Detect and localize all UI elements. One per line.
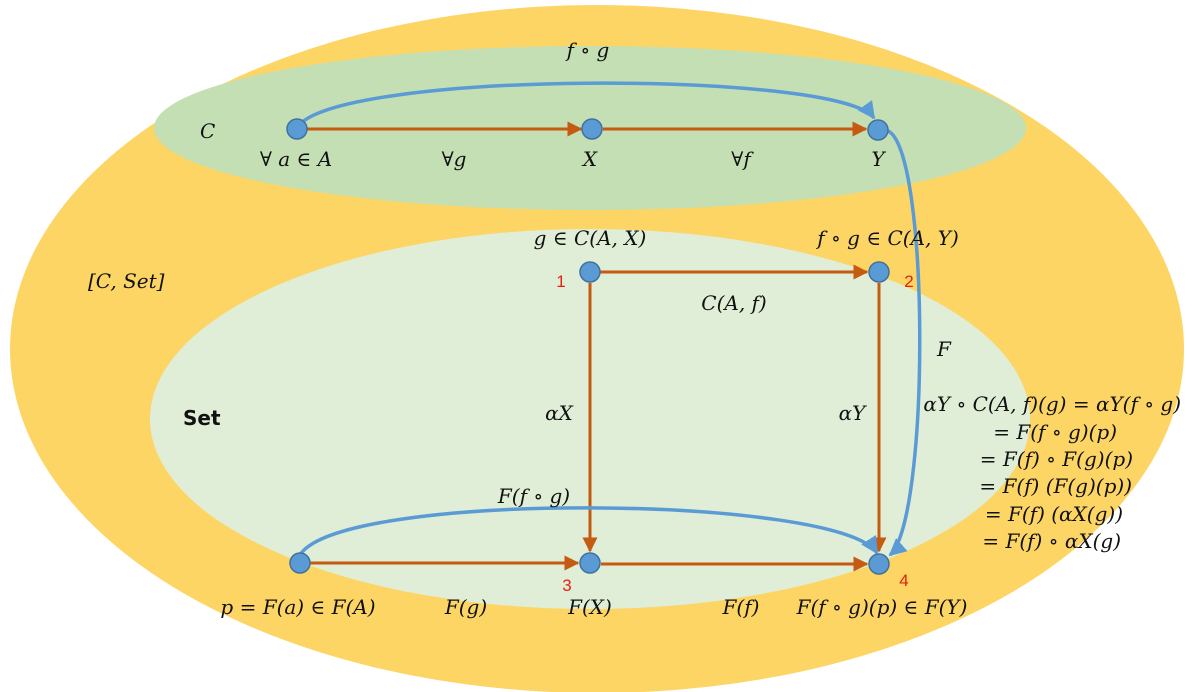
node-p: [289, 552, 311, 574]
functor-f-arrow: [886, 129, 922, 557]
alpha-y-label: αY: [839, 401, 868, 425]
node-1-label: g ∈ C(A, X): [534, 226, 647, 250]
node-2: [868, 261, 890, 283]
equation-line-2: = F(f ∘ g)(p): [993, 420, 1117, 444]
node-y-label: Y: [871, 147, 886, 171]
F-f-label: F(f): [722, 595, 760, 619]
equation-line-5: = F(f) (αX(g)): [985, 502, 1123, 526]
equation-line-1: αY ∘ C(A, f)(g) = αY(f ∘ g): [923, 392, 1181, 416]
set-label: Set: [183, 406, 221, 430]
F-g-label: F(g): [444, 595, 487, 619]
F-f-compose-g-label: F(f ∘ g): [497, 484, 570, 508]
equation-line-3: = F(f) ∘ F(g)(p): [980, 447, 1133, 471]
f-compose-g-label: f ∘ g: [565, 38, 610, 62]
node-x-label: X: [581, 147, 598, 171]
node-y: [867, 119, 889, 141]
node-p-label: p = F(a) ∈ F(A): [220, 595, 375, 619]
c-a-f-label: C(A, f): [701, 291, 766, 315]
node-3: [579, 552, 601, 574]
arrow-f-label: ∀f: [731, 147, 754, 171]
functor-category-label: [C, Set]: [88, 269, 165, 293]
node-a: [286, 118, 308, 140]
node-fy-label: F(f ∘ g)(p) ∈ F(Y): [796, 595, 968, 619]
arrow-g-label: ∀g: [442, 147, 467, 171]
category-c-label: C: [200, 119, 215, 143]
equation-line-4: = F(f) (F(g)(p)): [979, 474, 1132, 498]
arrow-f-compose-g: [295, 81, 876, 130]
node-4-number: 4: [899, 571, 908, 590]
node-a-label: ∀ a ∈ A: [260, 147, 332, 171]
node-x: [581, 118, 603, 140]
node-fx-label: F(X): [567, 595, 612, 619]
node-2-label: f ∘ g ∈ C(A, Y): [815, 226, 959, 250]
node-3-number: 3: [562, 576, 571, 595]
arrow-F-f-compose-g: [298, 506, 879, 556]
functor-f-label: F: [936, 337, 952, 361]
alpha-x-label: αX: [545, 401, 574, 425]
equation-line-6: = F(f) ∘ αX(g): [982, 529, 1121, 553]
node-1-number: 1: [556, 272, 565, 291]
node-4: [868, 553, 890, 575]
node-2-number: 2: [904, 272, 913, 291]
node-1: [579, 261, 601, 283]
